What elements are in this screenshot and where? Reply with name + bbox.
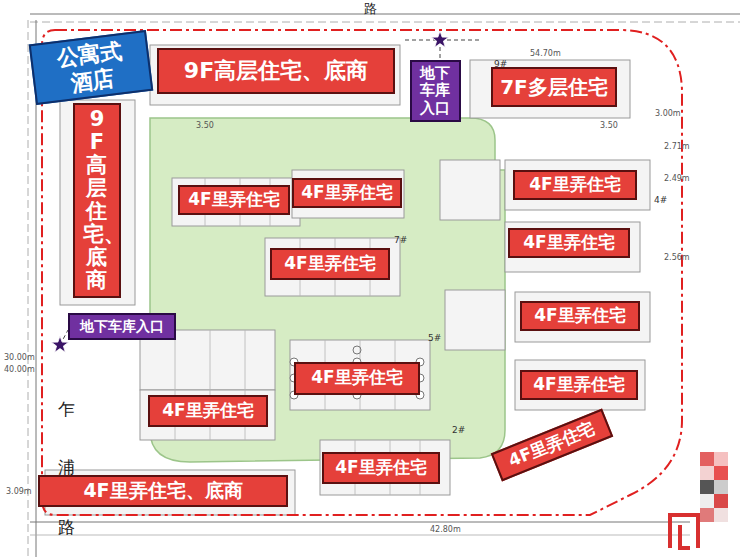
building-number: 4# xyxy=(654,196,667,206)
node-text: 4F里弄住宅 xyxy=(188,190,279,210)
dimension: 3.09m xyxy=(6,488,32,497)
dimension: 3.50 xyxy=(196,122,214,131)
node-text: 4F里弄住宅 xyxy=(534,306,625,326)
node-text: 4F里弄住宅 xyxy=(162,401,253,421)
building-label: 4F里弄住宅 xyxy=(178,185,290,215)
dimension: 3.50 xyxy=(600,122,618,131)
node-text: 公寓式 酒店 xyxy=(52,37,130,96)
node-text: 4F里弄住宅 xyxy=(311,368,402,388)
road-name: 路 xyxy=(364,2,377,16)
garage-entrance-box: 地下 车库 入口 xyxy=(410,60,461,122)
building-number: 9# xyxy=(494,60,507,70)
node-text: 4F里弄住宅 xyxy=(523,233,614,253)
road-name: 路 xyxy=(58,518,75,537)
building-number: 5# xyxy=(428,334,441,344)
logo-mark xyxy=(670,515,698,548)
node-text: 4F里弄住宅 xyxy=(284,254,375,274)
green-courtyard xyxy=(150,118,505,462)
building-label: 4F里弄住宅 xyxy=(520,370,638,400)
road-name: 乍 xyxy=(58,400,75,419)
node-text: 地下 车库 入口 xyxy=(419,65,452,117)
entrance-star xyxy=(431,31,448,47)
building-label: 7F多层住宅 xyxy=(491,67,617,107)
dimension: 42.80m xyxy=(430,526,461,535)
garage-entrance-box: 地下车库入口 xyxy=(68,313,176,340)
building-label: 4F里弄住宅 xyxy=(322,452,440,484)
building-label: 4F里弄住宅 xyxy=(508,228,630,258)
dimension: 40.00m xyxy=(4,366,35,375)
dimension: 54.70m xyxy=(530,50,561,59)
building-label: 4F里弄住宅、底商 xyxy=(38,475,288,507)
building-number: 2# xyxy=(452,426,465,436)
building-label: 4F里弄住宅 xyxy=(292,178,402,208)
rotate-handle xyxy=(353,346,361,354)
building-number: 7# xyxy=(394,236,407,246)
unit-lines xyxy=(175,178,420,495)
entrance-star xyxy=(51,336,68,352)
node-text: 4F里弄住宅 xyxy=(335,458,426,478)
road-centre xyxy=(30,22,740,23)
node-text: 地下车库入口 xyxy=(80,318,164,334)
building-label: 9F高层住宅、底商 xyxy=(157,48,395,94)
dimension: 2.56m xyxy=(664,254,690,263)
building-label: 4F里弄住宅 xyxy=(294,362,420,395)
road-edge xyxy=(30,14,740,15)
building-outlines xyxy=(45,45,650,515)
building-label: 4F里弄住宅 xyxy=(270,248,390,280)
node-text: 4F里弄住宅 xyxy=(301,183,392,203)
node-text: 9F高层住宅、底商 xyxy=(83,108,110,293)
mosaic-blocks xyxy=(700,452,728,522)
road-edge xyxy=(30,522,690,523)
selection-handles xyxy=(290,358,424,399)
node-text: 7F多层住宅 xyxy=(500,76,608,99)
dimension: 30.00m xyxy=(4,354,35,363)
node-text: 4F里弄住宅 xyxy=(529,175,620,195)
road-edge xyxy=(30,535,690,536)
dimension: 3.00m xyxy=(655,110,681,119)
dimension: 2.71m xyxy=(664,143,690,152)
building-label: 9F高层住宅、底商 xyxy=(73,103,121,298)
node-text: 4F里弄住宅 xyxy=(533,375,624,395)
site-boundary xyxy=(42,30,682,515)
node-text: 4F里弄住宅、底商 xyxy=(83,480,242,502)
road-centre xyxy=(28,20,29,557)
building-label: 4F里弄住宅 xyxy=(148,395,268,427)
road-name: 浦 xyxy=(58,458,75,477)
building-label: 4F里弄住宅 xyxy=(513,170,637,200)
building-label: 4F里弄住宅 xyxy=(520,301,640,331)
dimension: 2.49m xyxy=(664,175,690,184)
node-text: 9F高层住宅、底商 xyxy=(184,58,368,83)
